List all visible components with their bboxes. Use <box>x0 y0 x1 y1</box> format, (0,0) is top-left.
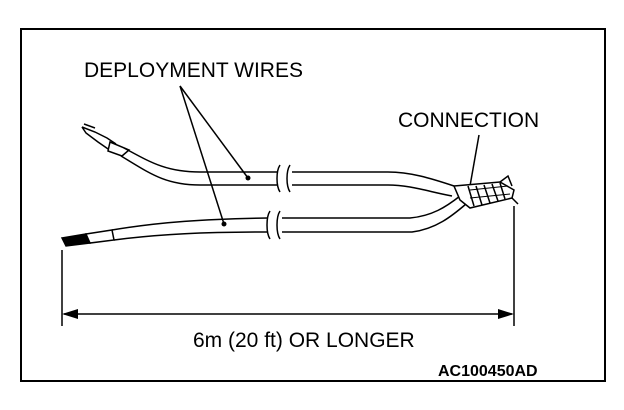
upper-wire <box>81 123 455 197</box>
leader-dot-upper <box>245 175 251 181</box>
connection-leader <box>469 134 480 187</box>
dimension-arrow-right <box>498 309 514 319</box>
length-dimension <box>61 206 515 326</box>
dimension-arrow-left <box>62 309 78 319</box>
length-label: 6m (20 ft) OR LONGER <box>193 329 415 352</box>
deployment-wires-label: DEPLOYMENT WIRES <box>84 59 303 82</box>
leader-dot-lower <box>221 221 227 227</box>
figure-frame <box>20 28 606 382</box>
twisted-connection <box>452 174 519 209</box>
deployment-wires-leaders <box>179 85 249 225</box>
lower-wire <box>60 195 467 247</box>
connection-label: CONNECTION <box>398 109 539 132</box>
figure-code-label: AC100450AD <box>438 363 538 380</box>
